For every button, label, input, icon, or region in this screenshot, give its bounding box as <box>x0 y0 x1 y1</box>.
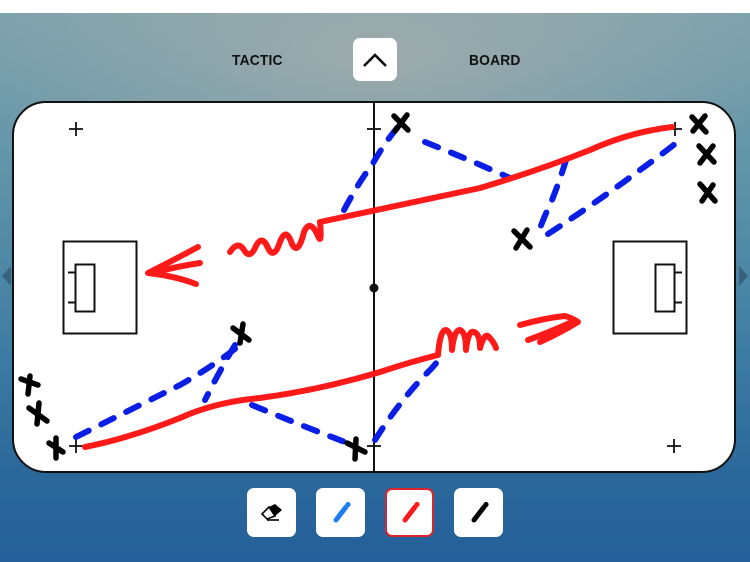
red-run-lines <box>82 124 675 450</box>
pitch-canvas[interactable] <box>12 101 736 473</box>
eraser-icon <box>260 503 282 521</box>
pencil-icon <box>402 501 420 522</box>
eraser-button[interactable] <box>247 488 296 537</box>
right-penalty-box <box>612 240 688 335</box>
player-marks <box>18 112 718 462</box>
collapse-button[interactable] <box>353 38 397 81</box>
black-pen-button[interactable] <box>454 488 503 537</box>
title-board: BOARD <box>469 52 521 69</box>
center-spot <box>369 283 379 293</box>
blue-pen-button[interactable] <box>316 488 365 537</box>
chevron-up-icon <box>363 52 387 67</box>
red-pen-button[interactable] <box>385 488 434 537</box>
left-penalty-box <box>62 240 138 335</box>
pencil-icon <box>333 501 351 522</box>
tactic-board[interactable] <box>12 101 736 473</box>
left-goal-box <box>74 263 96 313</box>
title-tactic: TACTIC <box>232 52 283 69</box>
right-goal-box <box>654 263 676 313</box>
drawing-toolbar <box>247 488 503 537</box>
pencil-icon <box>471 501 489 522</box>
prev-board-arrow-icon[interactable] <box>2 266 11 286</box>
next-board-arrow-icon[interactable] <box>739 266 748 286</box>
blue-pass-lines <box>73 124 683 445</box>
